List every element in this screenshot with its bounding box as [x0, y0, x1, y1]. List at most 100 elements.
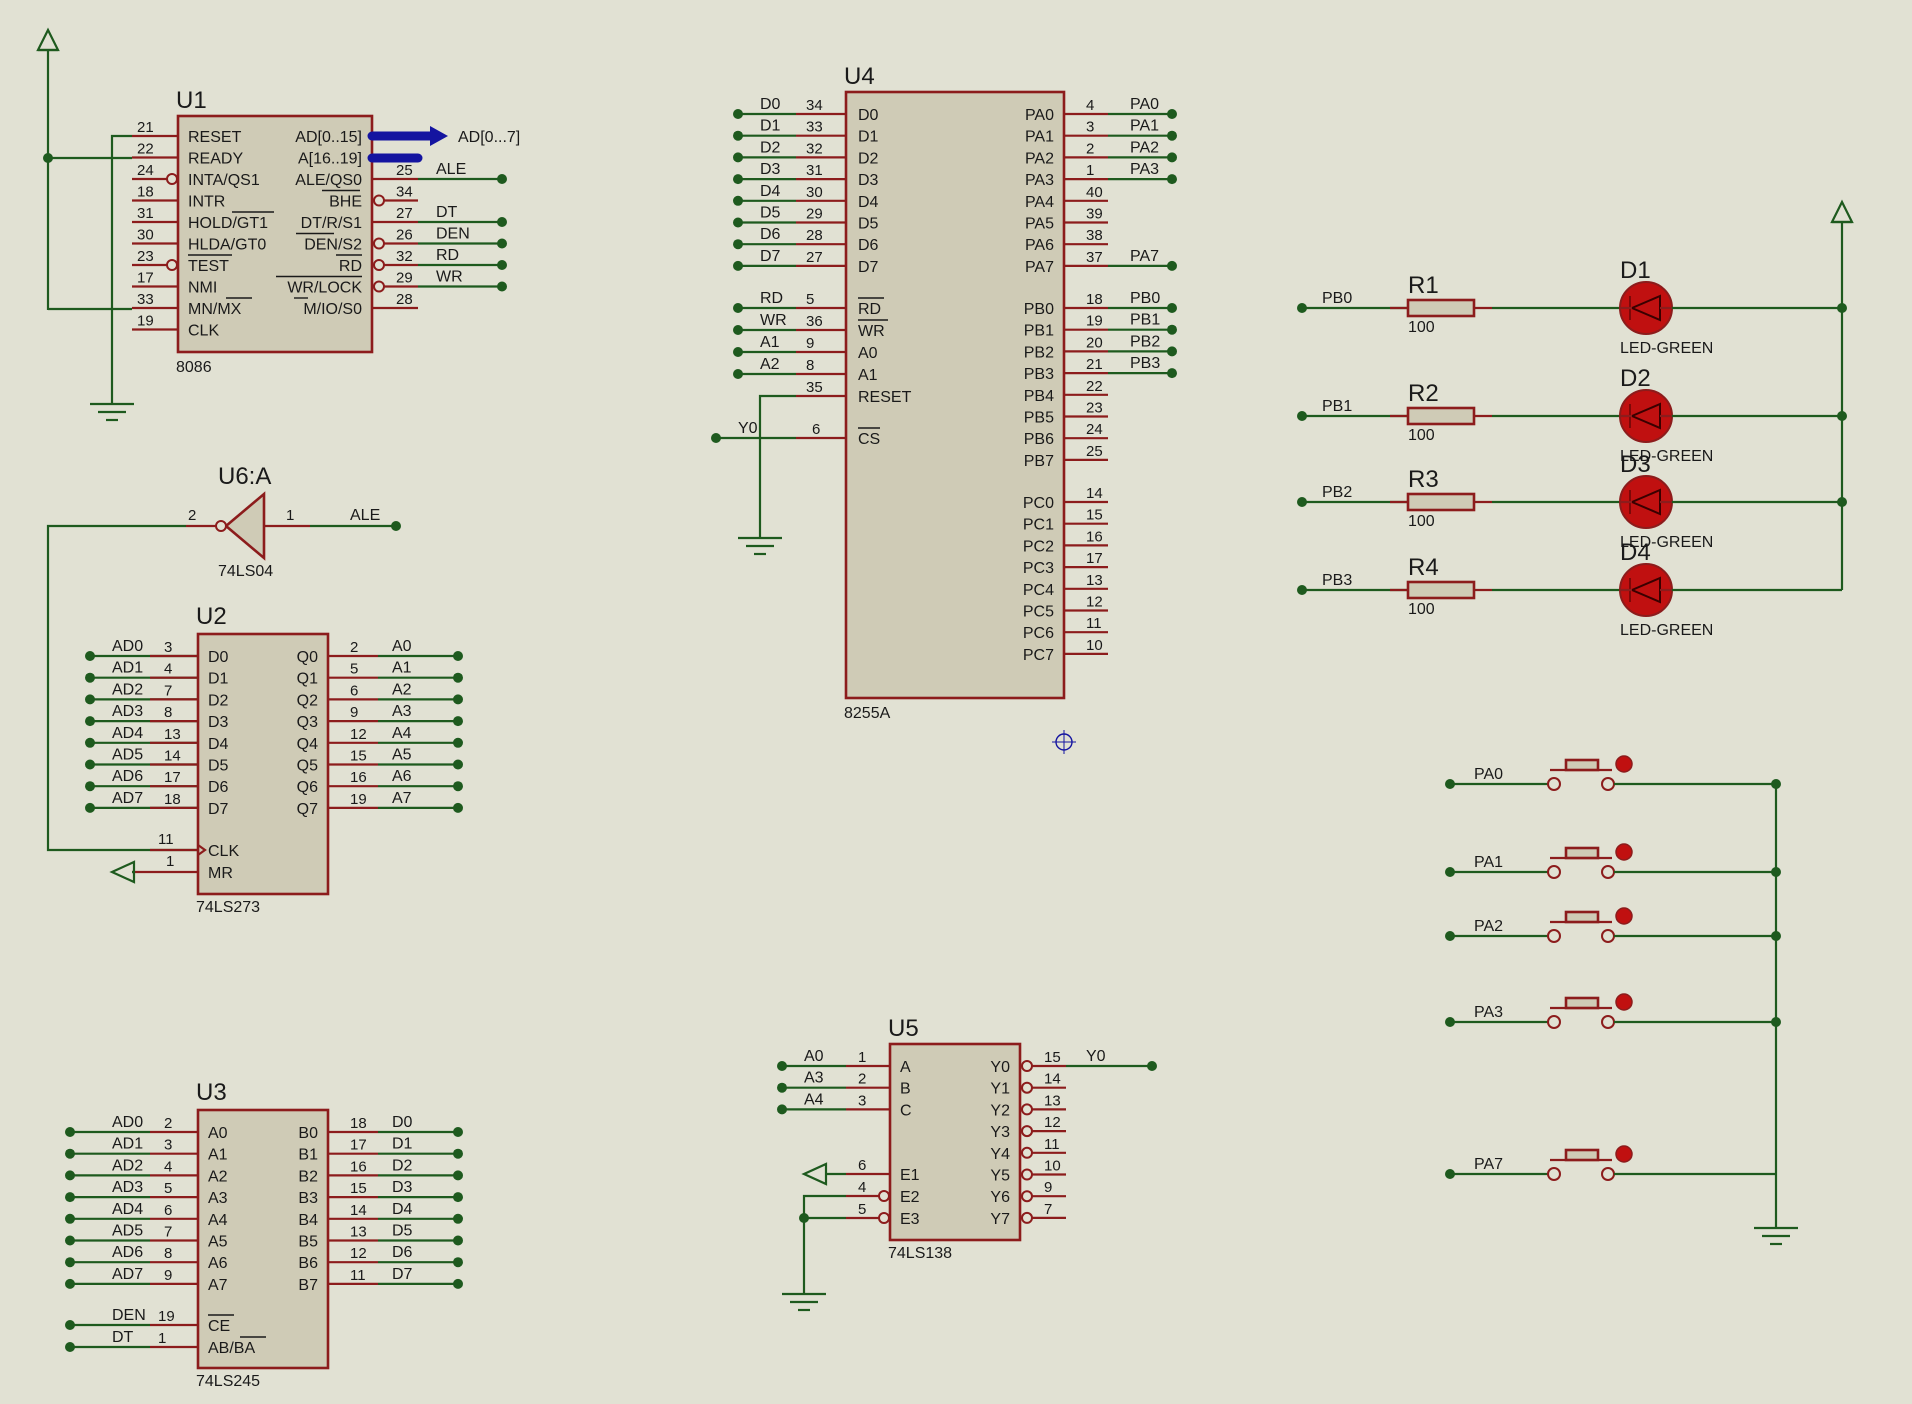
u4-pin-label: WR [858, 323, 885, 340]
u5-pin-label: Y3 [990, 1124, 1010, 1141]
junction-dot [733, 325, 743, 335]
u1-net-label: DT [436, 204, 458, 221]
u4-pin-number: 6 [812, 421, 820, 438]
u2-part-name: 74LS273 [196, 899, 260, 916]
u4-net-label: D3 [760, 161, 781, 178]
u4-body[interactable] [844, 90, 1066, 700]
junction-dot [1445, 779, 1455, 789]
u4-pin-number: 13 [1086, 572, 1103, 589]
u2-pin-number: 16 [350, 769, 367, 786]
u1-net-label: ALE [436, 161, 466, 178]
u5-pin-number: 13 [1044, 1092, 1061, 1109]
u4-pin-label: PC5 [1023, 604, 1054, 621]
inversion-bubble [878, 1190, 890, 1202]
u4-net-label: PA3 [1130, 161, 1159, 178]
u1-part-name: 8086 [176, 359, 212, 376]
u3-pin-label: A3 [208, 1190, 228, 1207]
u2-net-label: A0 [392, 638, 412, 655]
u4-pin-number: 17 [1086, 550, 1103, 567]
push-button[interactable] [1564, 758, 1600, 772]
inversion-bubble [1021, 1211, 1033, 1224]
u4-pin-label: CS [858, 431, 880, 448]
led-value: LED-GREEN [1620, 448, 1713, 465]
junction-dot [733, 260, 743, 271]
led-refdes: D4 [1620, 539, 1651, 566]
push-button[interactable] [1564, 1148, 1600, 1162]
u3-net-label: AD5 [112, 1223, 143, 1240]
switch-net-label: PA7 [1474, 1156, 1503, 1173]
inversion-bubble [1021, 1125, 1033, 1138]
u4-pin-number: 19 [1086, 313, 1103, 330]
resistor-refdes: R4 [1408, 554, 1439, 581]
inversion-bubble [878, 1212, 890, 1224]
u2-pin-label: Q6 [297, 779, 318, 796]
u2-pin-number: 15 [350, 748, 367, 765]
u4-pin-number: 9 [806, 335, 814, 352]
junction-dot [65, 1257, 75, 1268]
switch-contact [1547, 777, 1561, 791]
resistor[interactable] [1406, 580, 1476, 600]
junction-dot [85, 672, 95, 683]
u3-pin-number: 17 [350, 1137, 367, 1154]
switch-contact [1601, 929, 1615, 943]
u1-pin-number: 29 [396, 270, 413, 287]
junction-dot [85, 651, 95, 661]
u1-pin-label: DT/R/S1 [301, 215, 362, 232]
u5-pin-label: E2 [900, 1189, 920, 1206]
u1-pin-label: RESET [188, 129, 242, 146]
u5-net-label: A4 [804, 1091, 824, 1108]
u2-body[interactable] [196, 632, 330, 896]
u3-pin-number: 5 [164, 1180, 172, 1197]
u4-net-label: PB1 [1130, 312, 1160, 329]
u3-body[interactable] [196, 1108, 330, 1370]
u4-pin-number: 39 [1086, 206, 1103, 223]
u5-pin-number: 11 [1044, 1136, 1060, 1153]
u5-body[interactable] [888, 1042, 1022, 1242]
u3-refdes: U3 [196, 1079, 227, 1106]
junction-dot [777, 1104, 787, 1115]
resistor[interactable] [1406, 492, 1476, 512]
u2-pin-number: 18 [164, 791, 181, 808]
junction-dot [1297, 497, 1307, 507]
junction-dot [453, 1192, 463, 1203]
u4-pin-label: D0 [858, 107, 879, 124]
u1-body[interactable] [176, 114, 374, 354]
junction-dot [733, 152, 743, 163]
u3-pin-number: 16 [350, 1158, 367, 1175]
u2-pin-number: 9 [350, 704, 358, 721]
resistor-value: 100 [1408, 513, 1435, 530]
junction-dot [1167, 368, 1177, 379]
push-button[interactable] [1564, 910, 1600, 924]
push-button[interactable] [1564, 846, 1600, 860]
junction-dot [453, 716, 463, 727]
u4-pin-number: 23 [1086, 400, 1103, 417]
u4-net-label: PB3 [1130, 355, 1160, 372]
u6-inverter-body[interactable] [223, 491, 266, 561]
button-state-icon [1615, 1145, 1633, 1163]
u1-pin-label: INTR [188, 194, 225, 211]
u3-pin-number: 4 [164, 1158, 172, 1175]
resistor-value: 100 [1408, 319, 1435, 336]
u5-pin-number: 4 [858, 1179, 866, 1196]
u3-net-label: D7 [392, 1266, 413, 1283]
u2-net-label: AD0 [112, 638, 143, 655]
u1-pin-number: 31 [137, 205, 154, 222]
u3-pin-label: B5 [298, 1234, 318, 1251]
u1-pin-number: 24 [137, 162, 154, 179]
u4-pin-label: PB3 [1024, 366, 1054, 383]
u6-refdes: U6:A [218, 463, 271, 490]
push-button[interactable] [1564, 996, 1600, 1010]
junction-dot [1167, 346, 1177, 357]
u4-pin-number: 15 [1086, 507, 1103, 524]
resistor[interactable] [1406, 298, 1476, 318]
u1-net-label: RD [436, 247, 459, 264]
resistor[interactable] [1406, 406, 1476, 426]
junction-dot [453, 1127, 463, 1137]
led-net-label: PB3 [1322, 572, 1352, 589]
u4-pin-label: D5 [858, 216, 879, 233]
u5-pin-label: Y6 [990, 1189, 1010, 1206]
u4-pin-number: 25 [1086, 443, 1103, 460]
u6-part-name: 74LS04 [218, 563, 273, 580]
junction-dot [85, 802, 95, 813]
